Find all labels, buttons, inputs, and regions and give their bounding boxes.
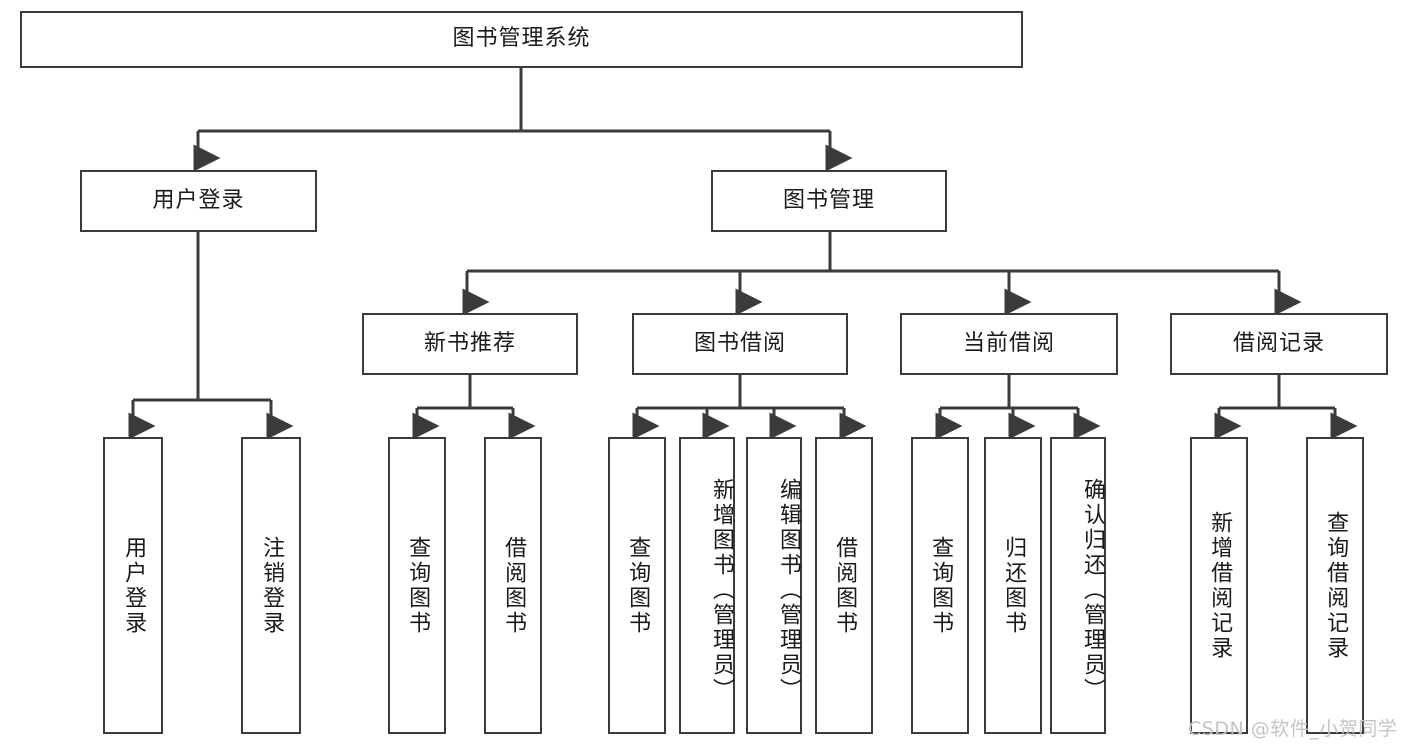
leaf-query-book-recommend[interactable]: 查询图书	[388, 437, 446, 734]
leaf-user-login[interactable]: 用户登录	[103, 437, 163, 734]
node-current-borrow[interactable]: 当前借阅	[900, 313, 1118, 375]
leaf-add-borrow-record[interactable]: 新增借阅记录	[1190, 437, 1248, 734]
leaf-borrow-book-recommend[interactable]: 借阅图书	[484, 437, 542, 734]
node-borrow-record[interactable]: 借阅记录	[1170, 313, 1388, 375]
node-book-borrow[interactable]: 图书借阅	[632, 313, 848, 375]
leaf-add-book-admin[interactable]: 新增图书（管理员）	[679, 437, 735, 734]
leaf-edit-book-admin[interactable]: 编辑图书（管理员）	[746, 437, 802, 734]
leaf-confirm-return-admin[interactable]: 确认归还（管理员）	[1050, 437, 1106, 734]
node-user-login[interactable]: 用户登录	[80, 170, 317, 232]
leaf-query-book-borrow[interactable]: 查询图书	[608, 437, 666, 734]
csdn-watermark: CSDN @软件_小贺同学	[1188, 718, 1398, 740]
node-new-book-recommend[interactable]: 新书推荐	[362, 313, 578, 375]
leaf-borrow-book-borrow[interactable]: 借阅图书	[815, 437, 873, 734]
leaf-query-borrow-record[interactable]: 查询借阅记录	[1306, 437, 1364, 734]
node-book-manage[interactable]: 图书管理	[711, 170, 947, 232]
node-root[interactable]: 图书管理系统	[20, 11, 1023, 68]
leaf-return-book[interactable]: 归还图书	[984, 437, 1042, 734]
leaf-query-book-current[interactable]: 查询图书	[911, 437, 969, 734]
leaf-logout-login[interactable]: 注销登录	[241, 437, 301, 734]
